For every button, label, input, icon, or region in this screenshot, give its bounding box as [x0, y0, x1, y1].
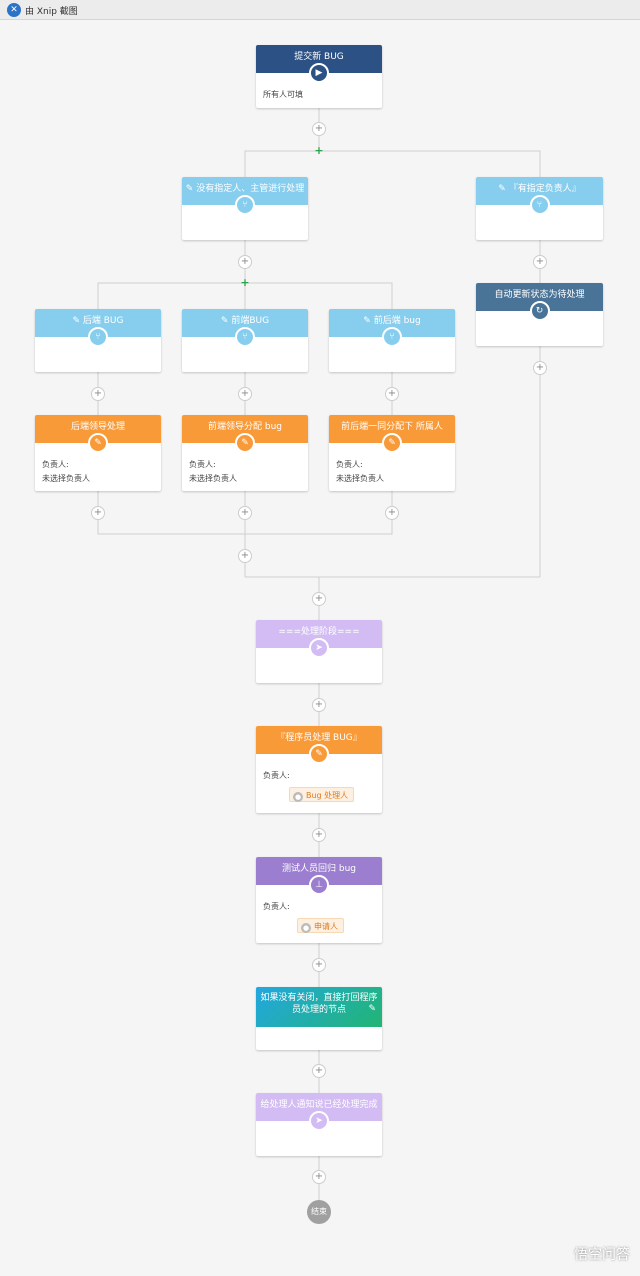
owner-value: 未选择负责人: [189, 474, 237, 483]
node-has-assignee[interactable]: ✎ 『有指定负责人』 ⑂: [476, 177, 603, 240]
owner-label: 负责人:: [336, 460, 363, 469]
end-node[interactable]: 结束: [307, 1200, 331, 1224]
node-text: 所有人可填: [263, 90, 303, 99]
owner-label: 负责人:: [263, 902, 290, 911]
owner-value: 未选择负责人: [42, 474, 90, 483]
edit-icon: ✎: [88, 433, 108, 453]
edit-icon[interactable]: ✎: [498, 184, 509, 194]
node-title: 自动更新状态为待处理: [494, 290, 585, 300]
edit-icon: ✎: [235, 433, 255, 453]
xnip-app-icon: ✕: [7, 3, 21, 17]
owner-label: 负责人:: [42, 460, 69, 469]
add-node-button[interactable]: +: [91, 506, 105, 520]
owner-tag: ●Bug 处理人: [289, 787, 355, 802]
node-auto-update[interactable]: 自动更新状态为待处理 ↻: [476, 283, 603, 346]
node-title: 前后端 bug: [373, 316, 421, 326]
add-node-button[interactable]: +: [385, 387, 399, 401]
add-node-button[interactable]: +: [533, 255, 547, 269]
watermark: 悟空问答: [574, 1247, 630, 1263]
window-title: 由 Xnip 截图: [25, 7, 78, 17]
branch-icon: ⑂: [235, 195, 255, 215]
node-title: 前后端一同分配下 所属人: [341, 422, 443, 432]
send-icon: ➤: [309, 638, 329, 658]
owner-label: 负责人:: [189, 460, 216, 469]
node-fullstack-bug[interactable]: ✎ 前后端 bug ⑂: [329, 309, 455, 372]
node-no-assignee[interactable]: ✎ 没有指定人、主管进行处理 ⑂: [182, 177, 308, 240]
owner-tag: ●申请人: [297, 918, 344, 933]
window-titlebar: ✕ 由 Xnip 截图: [0, 0, 640, 20]
node-title-line2: 员处理的节点: [291, 1005, 346, 1015]
add-branch-icon[interactable]: +: [314, 144, 324, 157]
node-dev-handle[interactable]: 『程序员处理 BUG』 ✎ 负责人: ●Bug 处理人: [256, 726, 382, 813]
add-node-button[interactable]: +: [238, 506, 252, 520]
node-title: 后端领导处理: [70, 422, 125, 432]
send-icon: ➤: [309, 1111, 329, 1131]
add-node-button[interactable]: +: [385, 506, 399, 520]
user-icon: ●: [301, 923, 311, 933]
node-title: 后端 BUG: [82, 316, 124, 326]
add-node-button[interactable]: +: [238, 387, 252, 401]
branch-icon: ⑂: [382, 327, 402, 347]
add-node-button[interactable]: +: [312, 592, 326, 606]
node-title: 给处理人通知说已经处理完成: [260, 1100, 378, 1110]
add-node-button[interactable]: +: [91, 387, 105, 401]
edit-icon: ✎: [309, 744, 329, 764]
node-processing-stage[interactable]: ===处理阶段=== ➤: [256, 620, 382, 683]
add-node-button[interactable]: +: [238, 549, 252, 563]
edit-icon[interactable]: ✎: [72, 316, 83, 326]
owner-value: 未选择负责人: [336, 474, 384, 483]
refresh-icon: ↻: [529, 301, 550, 321]
owner-label: 负责人:: [263, 771, 290, 780]
add-node-button[interactable]: +: [533, 361, 547, 375]
edit-icon[interactable]: ✎: [363, 316, 374, 326]
add-node-button[interactable]: +: [238, 255, 252, 269]
node-title: 没有指定人、主管进行处理: [196, 184, 305, 194]
edit-icon[interactable]: ✎: [220, 316, 232, 326]
node-frontend-bug[interactable]: ✎ 前端BUG ⑂: [182, 309, 308, 372]
node-title: 前端BUG: [231, 316, 270, 326]
node-title: 『有指定负责人』: [508, 184, 581, 194]
stamp-icon: ⊥: [309, 875, 329, 895]
branch-icon: ⑂: [88, 327, 108, 347]
add-branch-icon[interactable]: +: [240, 276, 250, 289]
play-icon: ▶: [309, 63, 329, 83]
node-title: 提交新 BUG: [294, 52, 344, 62]
add-node-button[interactable]: +: [312, 828, 326, 842]
add-node-button[interactable]: +: [312, 958, 326, 972]
pencil-icon[interactable]: ✎: [368, 1004, 376, 1014]
node-backend-bug[interactable]: ✎ 后端 BUG ⑂: [35, 309, 161, 372]
branch-icon: ⑂: [529, 195, 550, 215]
edit-icon[interactable]: ✎: [185, 184, 197, 194]
node-title-line1: 如果没有关闭，直接打回程序: [260, 993, 378, 1003]
node-title: ===处理阶段===: [278, 627, 360, 637]
node-notify[interactable]: 给处理人通知说已经处理完成 ➤: [256, 1093, 382, 1156]
add-node-button[interactable]: +: [312, 1064, 326, 1078]
node-title: 前端领导分配 bug: [208, 422, 282, 432]
node-submit-bug[interactable]: 提交新 BUG ▶ 所有人可填: [256, 45, 382, 108]
add-node-button[interactable]: +: [312, 698, 326, 712]
node-fullstack-lead[interactable]: 前后端一同分配下 所属人 ✎ 负责人: 未选择负责人: [329, 415, 455, 491]
add-node-button[interactable]: +: [312, 1170, 326, 1184]
node-title: 『程序员处理 BUG』: [276, 733, 362, 743]
edit-icon: ✎: [382, 433, 402, 453]
node-tester-return[interactable]: 测试人员回归 bug ⊥ 负责人: ●申请人: [256, 857, 382, 943]
add-node-button[interactable]: +: [312, 122, 326, 136]
node-frontend-lead[interactable]: 前端领导分配 bug ✎ 负责人: 未选择负责人: [182, 415, 308, 491]
user-icon: ●: [293, 792, 303, 802]
node-reopen[interactable]: 如果没有关闭，直接打回程序 员处理的节点 ✎: [256, 987, 382, 1050]
node-title: 测试人员回归 bug: [282, 864, 356, 874]
node-backend-lead[interactable]: 后端领导处理 ✎ 负责人: 未选择负责人: [35, 415, 161, 491]
branch-icon: ⑂: [235, 327, 255, 347]
